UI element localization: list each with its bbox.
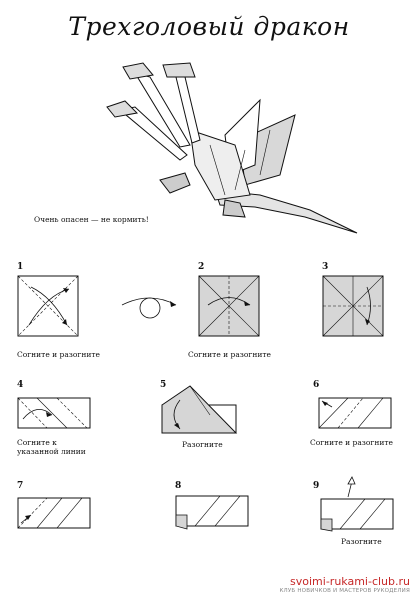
step-9-number: 9 <box>313 481 320 491</box>
step-7-diagram <box>17 497 91 529</box>
dragon-caption: Очень опасен — не кормить! <box>34 215 149 224</box>
step-2-number: 2 <box>198 262 205 272</box>
step-4-diagram <box>17 397 91 429</box>
step-2-label: Согните и разогните <box>188 350 271 359</box>
step-9-label: Разогните <box>341 537 382 546</box>
step-5-number: 5 <box>160 380 167 390</box>
watermark-site: svoimi-rukami-club.ru <box>290 575 410 588</box>
dragon-illustration <box>106 62 358 234</box>
step-8-number: 8 <box>175 481 182 491</box>
step-3-number: 3 <box>322 262 329 272</box>
step-1-diagram <box>17 275 79 337</box>
step-8-diagram <box>175 495 249 530</box>
step-5-diagram <box>161 385 238 434</box>
step-5-label: Разогните <box>182 440 223 449</box>
step-9-diagram <box>320 476 394 532</box>
step-6-label: Согните и разогните <box>310 438 393 447</box>
turn-over-icon <box>121 297 177 319</box>
step-1-number: 1 <box>17 262 24 272</box>
step-1-label: Согните и разогните <box>17 350 100 359</box>
step-6-number: 6 <box>313 380 320 390</box>
step-4-label: Согните к указанной линии <box>17 438 86 456</box>
watermark-tagline: КЛУБ НОВИЧКОВ И МАСТЕРОВ РУКОДЕЛИЯ <box>279 588 410 594</box>
step-6-diagram <box>318 397 392 429</box>
page-title: Трехголовый дракон <box>68 12 350 41</box>
step-2-diagram <box>198 275 260 337</box>
step-7-number: 7 <box>17 481 24 491</box>
step-3-diagram <box>322 275 384 337</box>
step-4-number: 4 <box>17 380 24 390</box>
